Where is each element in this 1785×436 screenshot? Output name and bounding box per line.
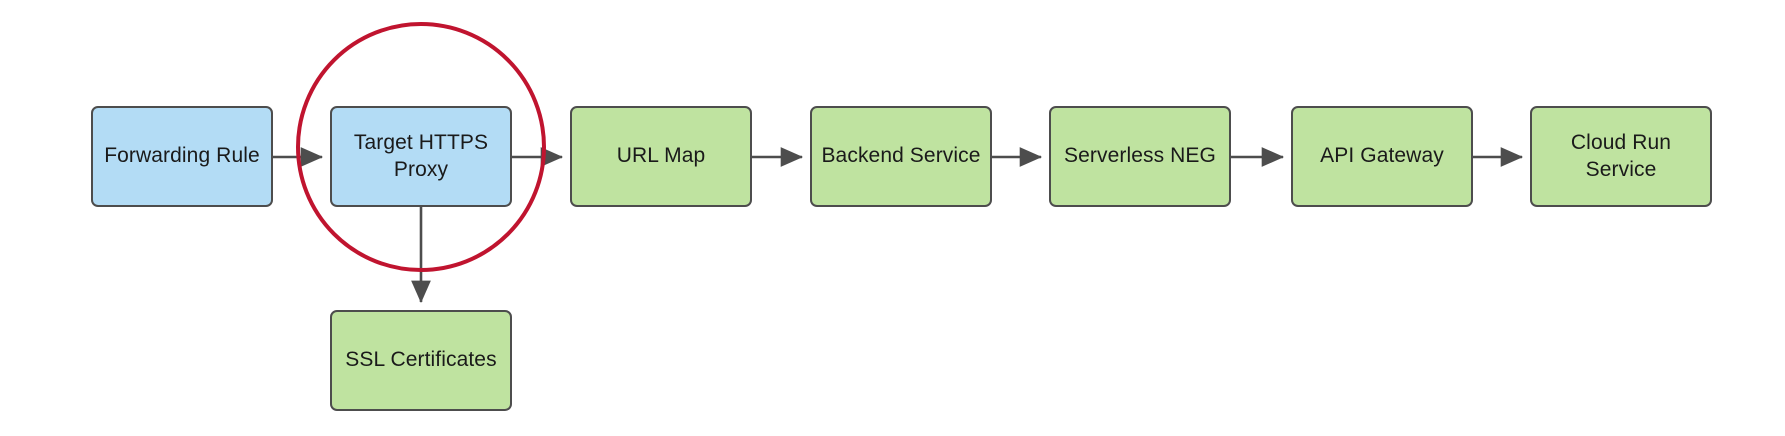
node-forwarding-rule[interactable]: Forwarding Rule — [91, 106, 273, 207]
node-label-target-https-proxy: Target HTTPS Proxy — [353, 130, 489, 181]
node-label-ssl-certificates: SSL Certificates — [345, 348, 497, 372]
node-target-https-proxy[interactable]: Target HTTPS Proxy — [330, 106, 512, 207]
node-label-serverless-neg: Serverless NEG — [1064, 144, 1216, 168]
node-label-forwarding-rule: Forwarding Rule — [104, 144, 260, 168]
node-cloud-run-service[interactable]: Cloud Run Service — [1530, 106, 1712, 207]
node-ssl-certificates[interactable]: SSL Certificates — [330, 310, 512, 411]
node-label-cloud-run-service: Cloud Run Service — [1570, 130, 1672, 181]
node-serverless-neg[interactable]: Serverless NEG — [1049, 106, 1231, 207]
node-backend-service[interactable]: Backend Service — [810, 106, 992, 207]
node-label-url-map: URL Map — [616, 144, 706, 168]
node-label-backend-service: Backend Service — [821, 144, 981, 168]
node-url-map[interactable]: URL Map — [570, 106, 752, 207]
node-api-gateway[interactable]: API Gateway — [1291, 106, 1473, 207]
node-label-api-gateway: API Gateway — [1320, 144, 1444, 168]
